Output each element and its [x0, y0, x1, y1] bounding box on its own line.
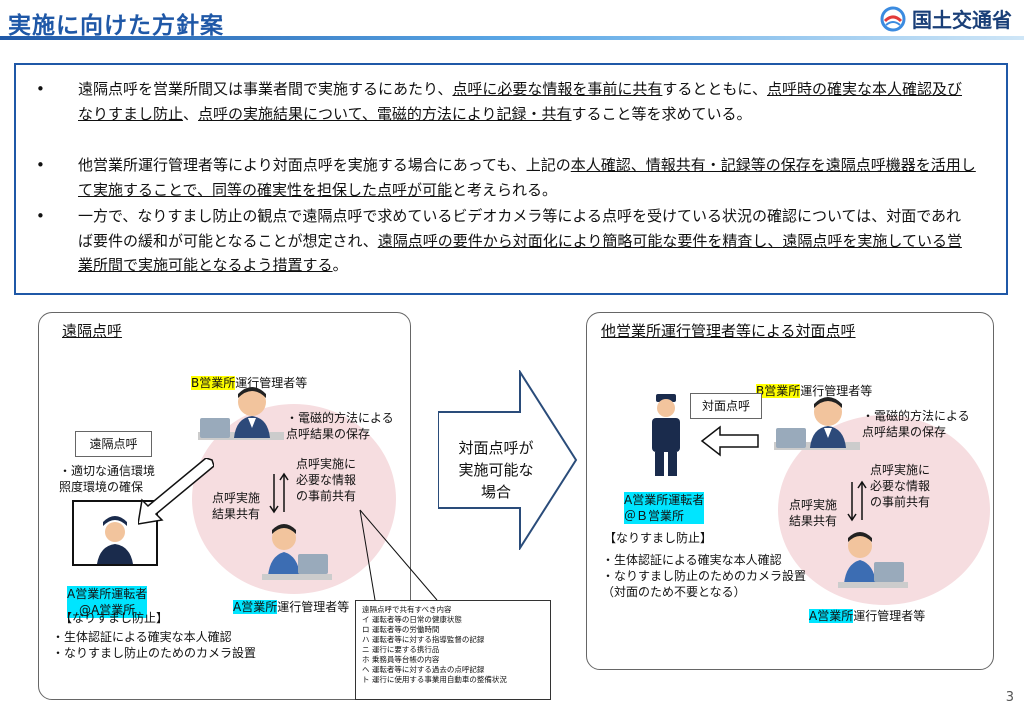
right-a-office-label: A営業所運行管理者等	[809, 592, 925, 624]
text-segment: するとともに、	[662, 80, 767, 98]
b-manager-illustration	[198, 387, 284, 440]
page-title: 実施に向けた方針案	[8, 13, 224, 39]
left-a-driver: A営業所運転者 @A営業所	[67, 570, 148, 618]
right-spoof-items: ・生体認証による確実な本人確認 ・なりすまし防止のためのカメラ設置 （対面のため…	[602, 553, 807, 599]
bullet-dot: •	[36, 207, 45, 225]
bullet-text: 他営業所運行管理者等により対面点呼を実施する場合にあっても、上記の本人確認、情報…	[78, 153, 976, 202]
text-segment: 一方で、なりすまし防止の観点で遠隔点呼で求めているビデオカメラ等による点呼を受け…	[78, 207, 962, 250]
checklist-item: ト 運行に使用する事業用自動車の整備状況	[362, 675, 507, 684]
left-electro-note: ・電磁的方法による 点呼結果の保存	[286, 411, 394, 441]
checklist-item: ロ 運転者等の労働時間	[362, 625, 440, 634]
left-share-info: 点呼実施に 必要な情報 の事前共有	[296, 457, 357, 503]
right-face-box: 対面点呼	[690, 393, 762, 419]
right-share-info: 点呼実施に 必要な情報 の事前共有	[870, 463, 931, 509]
face-check-arrow-icon	[700, 425, 759, 457]
right-b-manager-illustration	[774, 397, 860, 450]
left-env-note: ・適切な通信環境 照度環境の確保	[59, 464, 156, 494]
right-a-driver-label: A営業所運転者 ＠Ｂ営業所	[624, 492, 705, 524]
text-segment: 、	[183, 104, 199, 123]
text-segment: すること等を求めている。	[571, 104, 752, 123]
checklist-item: ホ 乗務員等台帳の内容	[362, 655, 440, 664]
checklist-items: イ 運転者等の日常の健康状態ロ 運転者等の労働時間ハ 運転者等に対する指導監督の…	[362, 615, 544, 685]
text-segment: 他営業所運行管理者等により対面点呼を実施する場合にあっても、上記の	[78, 156, 571, 174]
bullet-text: 遠隔点呼を営業所間又は事業者間で実施するにあたり、点呼に必要な情報を事前に共有す…	[78, 77, 976, 126]
text-segment: と考えられる。	[451, 180, 557, 199]
left-a-office-label: A営業所運行管理者等	[233, 583, 349, 615]
emphasized-text: 点呼に必要な情報を事前に共有	[452, 80, 663, 98]
title-underline-bar	[0, 36, 1024, 40]
bullet-3: • 一方で、なりすまし防止の観点で遠隔点呼で求めているビデオカメラ等による点呼を…	[36, 204, 976, 278]
b-office-suffix: 運行管理者等	[235, 376, 308, 390]
b-office-highlight: B営業所	[191, 376, 236, 390]
left-panel-title: 遠隔点呼	[62, 322, 123, 340]
right-b-office-label: B営業所運行管理者等	[756, 367, 872, 399]
logo-text: 国土交通省	[912, 8, 1012, 32]
left-share-result: 点呼実施 結果共有	[212, 491, 261, 521]
right-exchange-arrows-icon	[847, 480, 867, 522]
exchange-arrows-icon	[269, 472, 289, 514]
checklist-title: 遠隔点呼で共有すべき内容	[362, 605, 452, 614]
ministry-logo: 国土交通省	[880, 4, 1012, 33]
right-b-office-suffix: 運行管理者等	[800, 384, 873, 398]
b-office-label: B営業所運行管理者等	[191, 359, 307, 391]
mlit-emblem-icon	[880, 6, 906, 31]
left-a-office-suffix: 運行管理者等	[277, 600, 350, 614]
checklist-item: ハ 運転者等に対する指導監督の記録	[362, 635, 485, 644]
page-number: 3	[1005, 690, 1014, 705]
left-a-driver-label: A営業所運転者 @A営業所	[67, 586, 148, 618]
right-panel-title: 他営業所運行管理者等による対面点呼	[601, 322, 856, 340]
checklist-item: ニ 運行に要する携行品	[362, 645, 440, 654]
right-spoof-title: 【なりすまし防止】	[604, 531, 713, 545]
right-a-driver: A営業所運転者 ＠Ｂ営業所	[624, 476, 705, 524]
emphasized-text: 点呼の実施結果について、電磁的方法により記録・共有	[198, 104, 572, 123]
emphasized-text: 遠隔点呼の要件から対面化により簡略可能な要件を精査し、遠隔点呼を実施している営業…	[78, 231, 962, 275]
left-a-office-highlight: A営業所	[233, 600, 278, 614]
right-a-office-highlight: A営業所	[809, 609, 854, 623]
remote-check-arrow-icon	[138, 458, 214, 525]
left-remote-box: 遠隔点呼	[75, 431, 152, 457]
checklist-item: イ 運転者等の日常の健康状態	[362, 615, 462, 624]
bullet-dot: •	[36, 80, 45, 98]
right-b-office-highlight: B営業所	[756, 384, 801, 398]
right-electro-note: ・電磁的方法による 点呼結果の保存	[862, 409, 970, 439]
checklist-item: ヘ 運転者等に対する過去の点呼記録	[362, 665, 485, 674]
transition-big-arrow	[438, 370, 578, 550]
right-a-manager-illustration	[838, 532, 908, 588]
checklist-callout-lines	[359, 509, 438, 601]
text-segment: 遠隔点呼を営業所間又は事業者間で実施するにあたり、	[78, 80, 453, 98]
left-spoof-title: 【なりすまし防止】	[60, 611, 169, 625]
bullet-1: • 遠隔点呼を営業所間又は事業者間で実施するにあたり、点呼に必要な情報を事前に共…	[36, 77, 976, 126]
emphasized-text: 点呼時の確実な本人確認及びなりすまし防止	[78, 80, 962, 123]
right-share-result: 点呼実施 結果共有	[789, 498, 838, 528]
emphasized-text: 本人確認、情報共有・記録等の保存を遠隔点呼機器を活用して実施することで、同等の確…	[78, 156, 976, 199]
shared-items-checklist: 遠隔点呼で共有すべき内容 イ 運転者等の日常の健康状態ロ 運転者等の労働時間ハ …	[355, 600, 551, 700]
bullet-dot: •	[36, 156, 45, 174]
right-a-office-suffix: 運行管理者等	[853, 609, 926, 623]
bullet-text: 一方で、なりすまし防止の観点で遠隔点呼で求めているビデオカメラ等による点呼を受け…	[78, 204, 976, 278]
text-segment: 。	[332, 256, 348, 274]
a-manager-illustration	[262, 524, 332, 580]
driver-standing-illustration	[652, 394, 680, 476]
summary-box: • 遠隔点呼を営業所間又は事業者間で実施するにあたり、点呼に必要な情報を事前に共…	[14, 63, 1008, 295]
left-spoof-items: ・生体認証による確実な本人確認 ・なりすまし防止のためのカメラ設置	[52, 630, 257, 660]
arrow-text: 対面点呼が 実施可能な 場合	[458, 439, 534, 501]
bullet-2: • 他営業所運行管理者等により対面点呼を実施する場合にあっても、上記の本人確認、…	[36, 153, 976, 202]
